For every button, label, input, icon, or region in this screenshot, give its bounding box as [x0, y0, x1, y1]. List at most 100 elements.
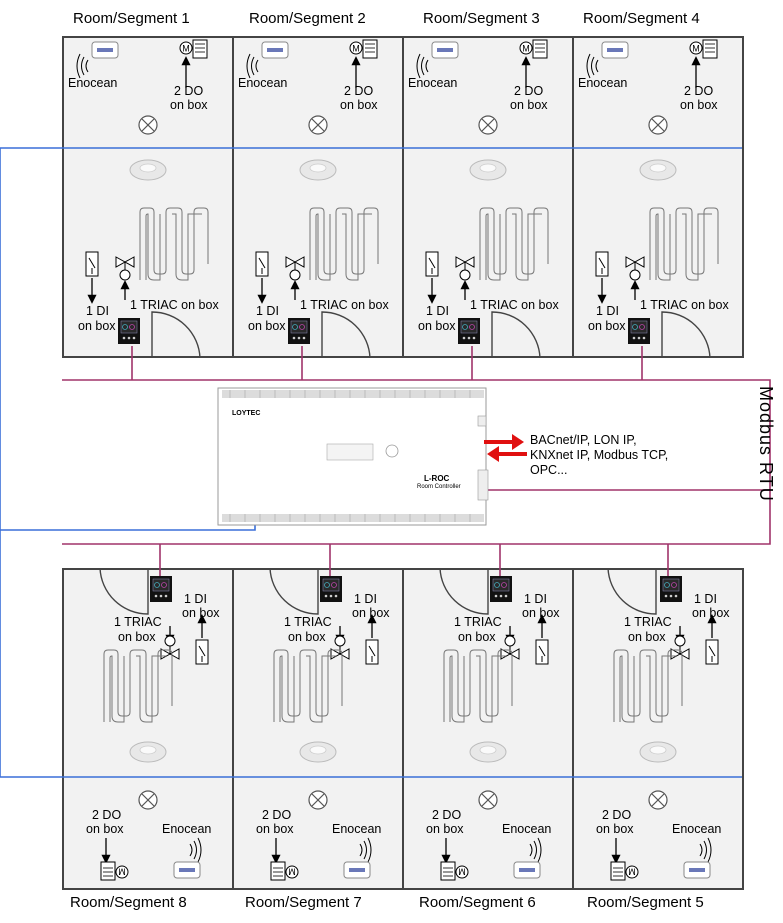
heating-coil-icon: [649, 207, 719, 281]
di-label-2: on box: [248, 319, 286, 333]
fancoil-unit-icon: [513, 861, 541, 879]
lamp-icon: [648, 115, 668, 135]
di-label: 1 DI: [426, 304, 449, 318]
room-panel-icon: [287, 317, 311, 345]
wireless-icon: [529, 837, 542, 863]
di-label-2: on box: [692, 606, 730, 620]
room-panel-icon: [489, 575, 513, 603]
motor-box-icon: [179, 39, 208, 59]
do-label-2: on box: [510, 98, 548, 112]
controller-brand: LOYTEC: [232, 410, 261, 417]
protocol-line-2: KNXnet IP, Modbus TCP,: [530, 448, 669, 462]
fancoil-unit-icon: [601, 41, 629, 59]
wireless-icon: [586, 53, 599, 79]
heating-coil-icon: [273, 649, 343, 723]
di-label-2: on box: [588, 319, 626, 333]
lamp-icon: [138, 115, 158, 135]
room-panel-icon: [659, 575, 683, 603]
triac-label: 1 TRIAC: [454, 615, 502, 629]
di-label: 1 DI: [524, 592, 547, 606]
triac-label-2: on box: [628, 630, 666, 644]
do-label: 2 DO: [262, 808, 292, 822]
valve-icon: [455, 256, 475, 281]
lamp-icon: [478, 115, 498, 135]
window-contact-icon: [705, 639, 719, 665]
room-panel-icon: [319, 575, 343, 603]
do-label-2: on box: [680, 98, 718, 112]
motor-box-icon: [100, 861, 129, 881]
room-panel-icon: [117, 317, 141, 345]
protocol-arrows: [484, 434, 527, 462]
window-contact-icon: [535, 639, 549, 665]
enocean-label: Enocean: [408, 76, 458, 90]
valve-icon: [115, 256, 135, 281]
di-label-2: on box: [522, 606, 560, 620]
window-contact-icon: [85, 251, 99, 277]
lamp-icon: [138, 790, 158, 810]
room-label-1: Room/Segment 1: [73, 10, 190, 27]
room-4: [572, 36, 744, 358]
di-label-2: on box: [182, 606, 220, 620]
enocean-label: Enocean: [332, 822, 382, 836]
ceiling-sensor-icon: [469, 159, 507, 181]
heating-coil-icon: [613, 649, 683, 723]
di-label-2: on box: [418, 319, 456, 333]
do-label-2: on box: [170, 98, 208, 112]
controller-subtitle: Room Controller: [417, 484, 461, 490]
enocean-label: Enocean: [238, 76, 288, 90]
triac-label: 1 TRIAC: [624, 615, 672, 629]
do-label-2: on box: [256, 822, 294, 836]
lamp-icon: [308, 115, 328, 135]
triac-label: 1 TRIAC on box: [470, 298, 559, 312]
valve-icon: [625, 256, 645, 281]
window-contact-icon: [195, 639, 209, 665]
fancoil-unit-icon: [261, 41, 289, 59]
di-label: 1 DI: [184, 592, 207, 606]
room-label-7: Room/Segment 7: [245, 894, 362, 911]
room-label-2: Room/Segment 2: [249, 10, 366, 27]
controller-model: L-ROC: [424, 474, 450, 483]
lamp-icon: [648, 790, 668, 810]
valve-icon: [285, 256, 305, 281]
ceiling-sensor-icon: [129, 741, 167, 763]
wireless-icon: [189, 837, 202, 863]
do-label: 2 DO: [344, 84, 374, 98]
modbus-rtu-label: Modbus RTU: [756, 386, 776, 502]
triac-label: 1 TRIAC on box: [300, 298, 389, 312]
di-label: 1 DI: [256, 304, 279, 318]
do-label-2: on box: [86, 822, 124, 836]
room-label-4: Room/Segment 4: [583, 10, 700, 27]
ceiling-sensor-icon: [639, 159, 677, 181]
di-label: 1 DI: [694, 592, 717, 606]
room-panel-icon: [627, 317, 651, 345]
lamp-icon: [478, 790, 498, 810]
heating-coil-icon: [443, 649, 513, 723]
protocol-line-3: OPC...: [530, 463, 568, 477]
heating-coil-icon: [139, 207, 209, 281]
di-label: 1 DI: [596, 304, 619, 318]
do-label-2: on box: [426, 822, 464, 836]
room-label-3: Room/Segment 3: [423, 10, 540, 27]
doors: [99, 311, 711, 615]
wireless-icon: [76, 53, 89, 79]
room-2: [232, 36, 404, 358]
do-label: 2 DO: [684, 84, 714, 98]
do-label: 2 DO: [432, 808, 462, 822]
motor-box-icon: [610, 861, 639, 881]
triac-label: 1 TRIAC on box: [640, 298, 729, 312]
di-label: 1 DI: [354, 592, 377, 606]
fancoil-unit-icon: [431, 41, 459, 59]
wireless-icon: [246, 53, 259, 79]
room-label-8: Room/Segment 8: [70, 894, 187, 911]
fancoil-unit-icon: [343, 861, 371, 879]
motor-box-icon: [440, 861, 469, 881]
heating-coil-icon: [479, 207, 549, 281]
fancoil-unit-icon: [683, 861, 711, 879]
enocean-label: Enocean: [672, 822, 722, 836]
room-panel-icon: [457, 317, 481, 345]
triac-label: 1 TRIAC on box: [130, 298, 219, 312]
do-label: 2 DO: [514, 84, 544, 98]
room-label-5: Room/Segment 5: [587, 894, 704, 911]
